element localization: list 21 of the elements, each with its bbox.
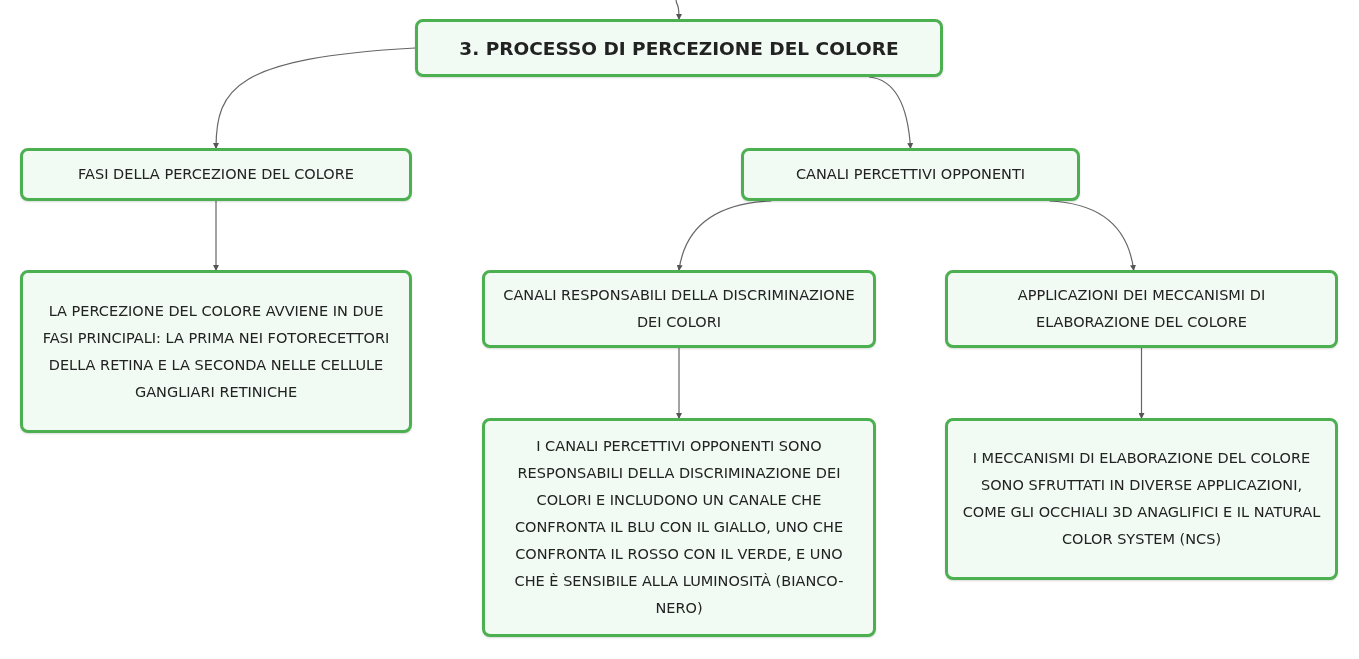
concept-box <box>945 270 1338 348</box>
concept-text: FASI DELLA PERCEZIONE DEL COLORE <box>78 165 354 184</box>
concept-text: CANALI PERCETTIVI OPPONENTI <box>795 165 1026 184</box>
concept-box <box>945 418 1338 580</box>
connector-arrow <box>213 200 219 271</box>
topic-box <box>415 19 943 77</box>
concept-box <box>482 418 876 637</box>
concept-text: I MECCANISMI DI ELABORAZIONE DEL COLORE SONO SFRUTTATI IN DIVERSE APPLICAZIONI, COME GLI OCCHIALI 3D ANAGLIFICI E IL NATURAL COLOR SYSTEM (NCS) <box>962 449 1321 549</box>
concept-box <box>741 148 1080 201</box>
connector-arrow <box>213 47 416 149</box>
concept-text: LA PERCEZIONE DEL COLORE AVVIENE IN DUE FASI PRINCIPALI: LA PRIMA NEI FOTORECETTORI DELLA RETINA E LA SECONDA NELLE CELLULE GANGLIARI RETINICHE <box>41 301 391 402</box>
connector-arrow <box>676 347 682 419</box>
connector-arrow <box>675 0 682 20</box>
concept-text: CANALI RESPONSABILI DELLA DISCRIMINAZIONE DEI COLORI <box>502 286 856 332</box>
concept-text: APPLICAZIONI DEI MECCANISMI DI ELABORAZIONE DEL COLORE <box>1016 286 1267 332</box>
concept-box <box>20 148 412 201</box>
topic-title: 3. PROCESSO DI PERCEZIONE DEL COLORE <box>459 36 899 61</box>
concept-text: I CANALI PERCETTIVI OPPONENTI SONO RESPONSABILI DELLA DISCRIMINAZIONE DEI COLORI E INCLUDONO UN CANALE CHE CONFRONTA IL BLU CON IL GIALLO, UNO CHE CONFRONTA IL ROSSO CON IL VERDE, E UNO CHE È SENSIBILE ALLA LUMINOSITÀ (BIANCO-NERO) <box>513 437 845 618</box>
concept-box <box>482 270 876 348</box>
concept-box <box>20 270 412 433</box>
connector-arrow <box>1138 347 1145 419</box>
